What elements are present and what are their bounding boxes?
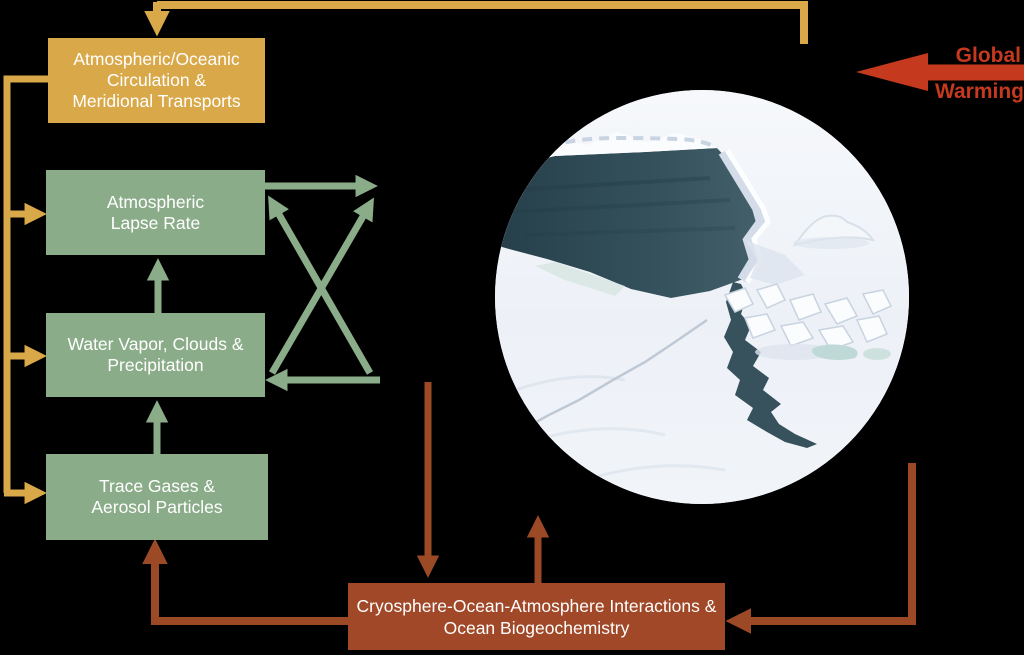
box-label-line: Meridional Transports [72, 91, 241, 111]
box-label-line: Atmospheric [106, 191, 205, 212]
gold-left-feedback-route [3, 75, 48, 493]
brown-route-cryosphere-to-trace-gases [142, 538, 348, 625]
green-diagonal-arrow-from-water-vapor [268, 197, 375, 375]
global-warming-label-line2: Warming [934, 80, 1024, 103]
global-warming-label-line1: Global [955, 44, 1021, 67]
box-water-vapor-clouds-precipitation: Water Vapor, Clouds & Precipitation [46, 313, 265, 397]
box-label-line: Atmospheric/Oceanic [73, 49, 240, 69]
box-atmospheric-lapse-rate: Atmospheric Lapse Rate [46, 170, 265, 255]
sea-ice-photo [495, 90, 909, 504]
box-label-line: Precipitation [107, 355, 204, 375]
box-label-line: Circulation & [106, 70, 207, 90]
box-label-line: Water Vapor, Clouds & [67, 334, 244, 354]
box-trace-gases-aerosol-particles: Trace Gases & Aerosol Particles [46, 454, 268, 540]
water-lead-shape [495, 148, 765, 298]
green-diagonal-arrow-to-lapse-rate [268, 195, 374, 375]
box-cryosphere-ocean-atmosphere: Cryosphere-Ocean-Atmosphere Interactions… [348, 583, 725, 650]
photo-artwork [495, 90, 909, 504]
box-label-line: Cryosphere-Ocean-Atmosphere Interactions… [356, 595, 717, 616]
sea-ice-artwork [495, 90, 909, 504]
box-label-line: Lapse Rate [110, 212, 201, 233]
box-label-line: Aerosol Particles [91, 497, 223, 517]
box-atmospheric-oceanic-circulation: Atmospheric/Oceanic Circulation & Meridi… [48, 38, 265, 123]
box-label-line: Ocean Biogeochemistry [443, 617, 630, 638]
box-label-line: Trace Gases & [98, 476, 216, 496]
